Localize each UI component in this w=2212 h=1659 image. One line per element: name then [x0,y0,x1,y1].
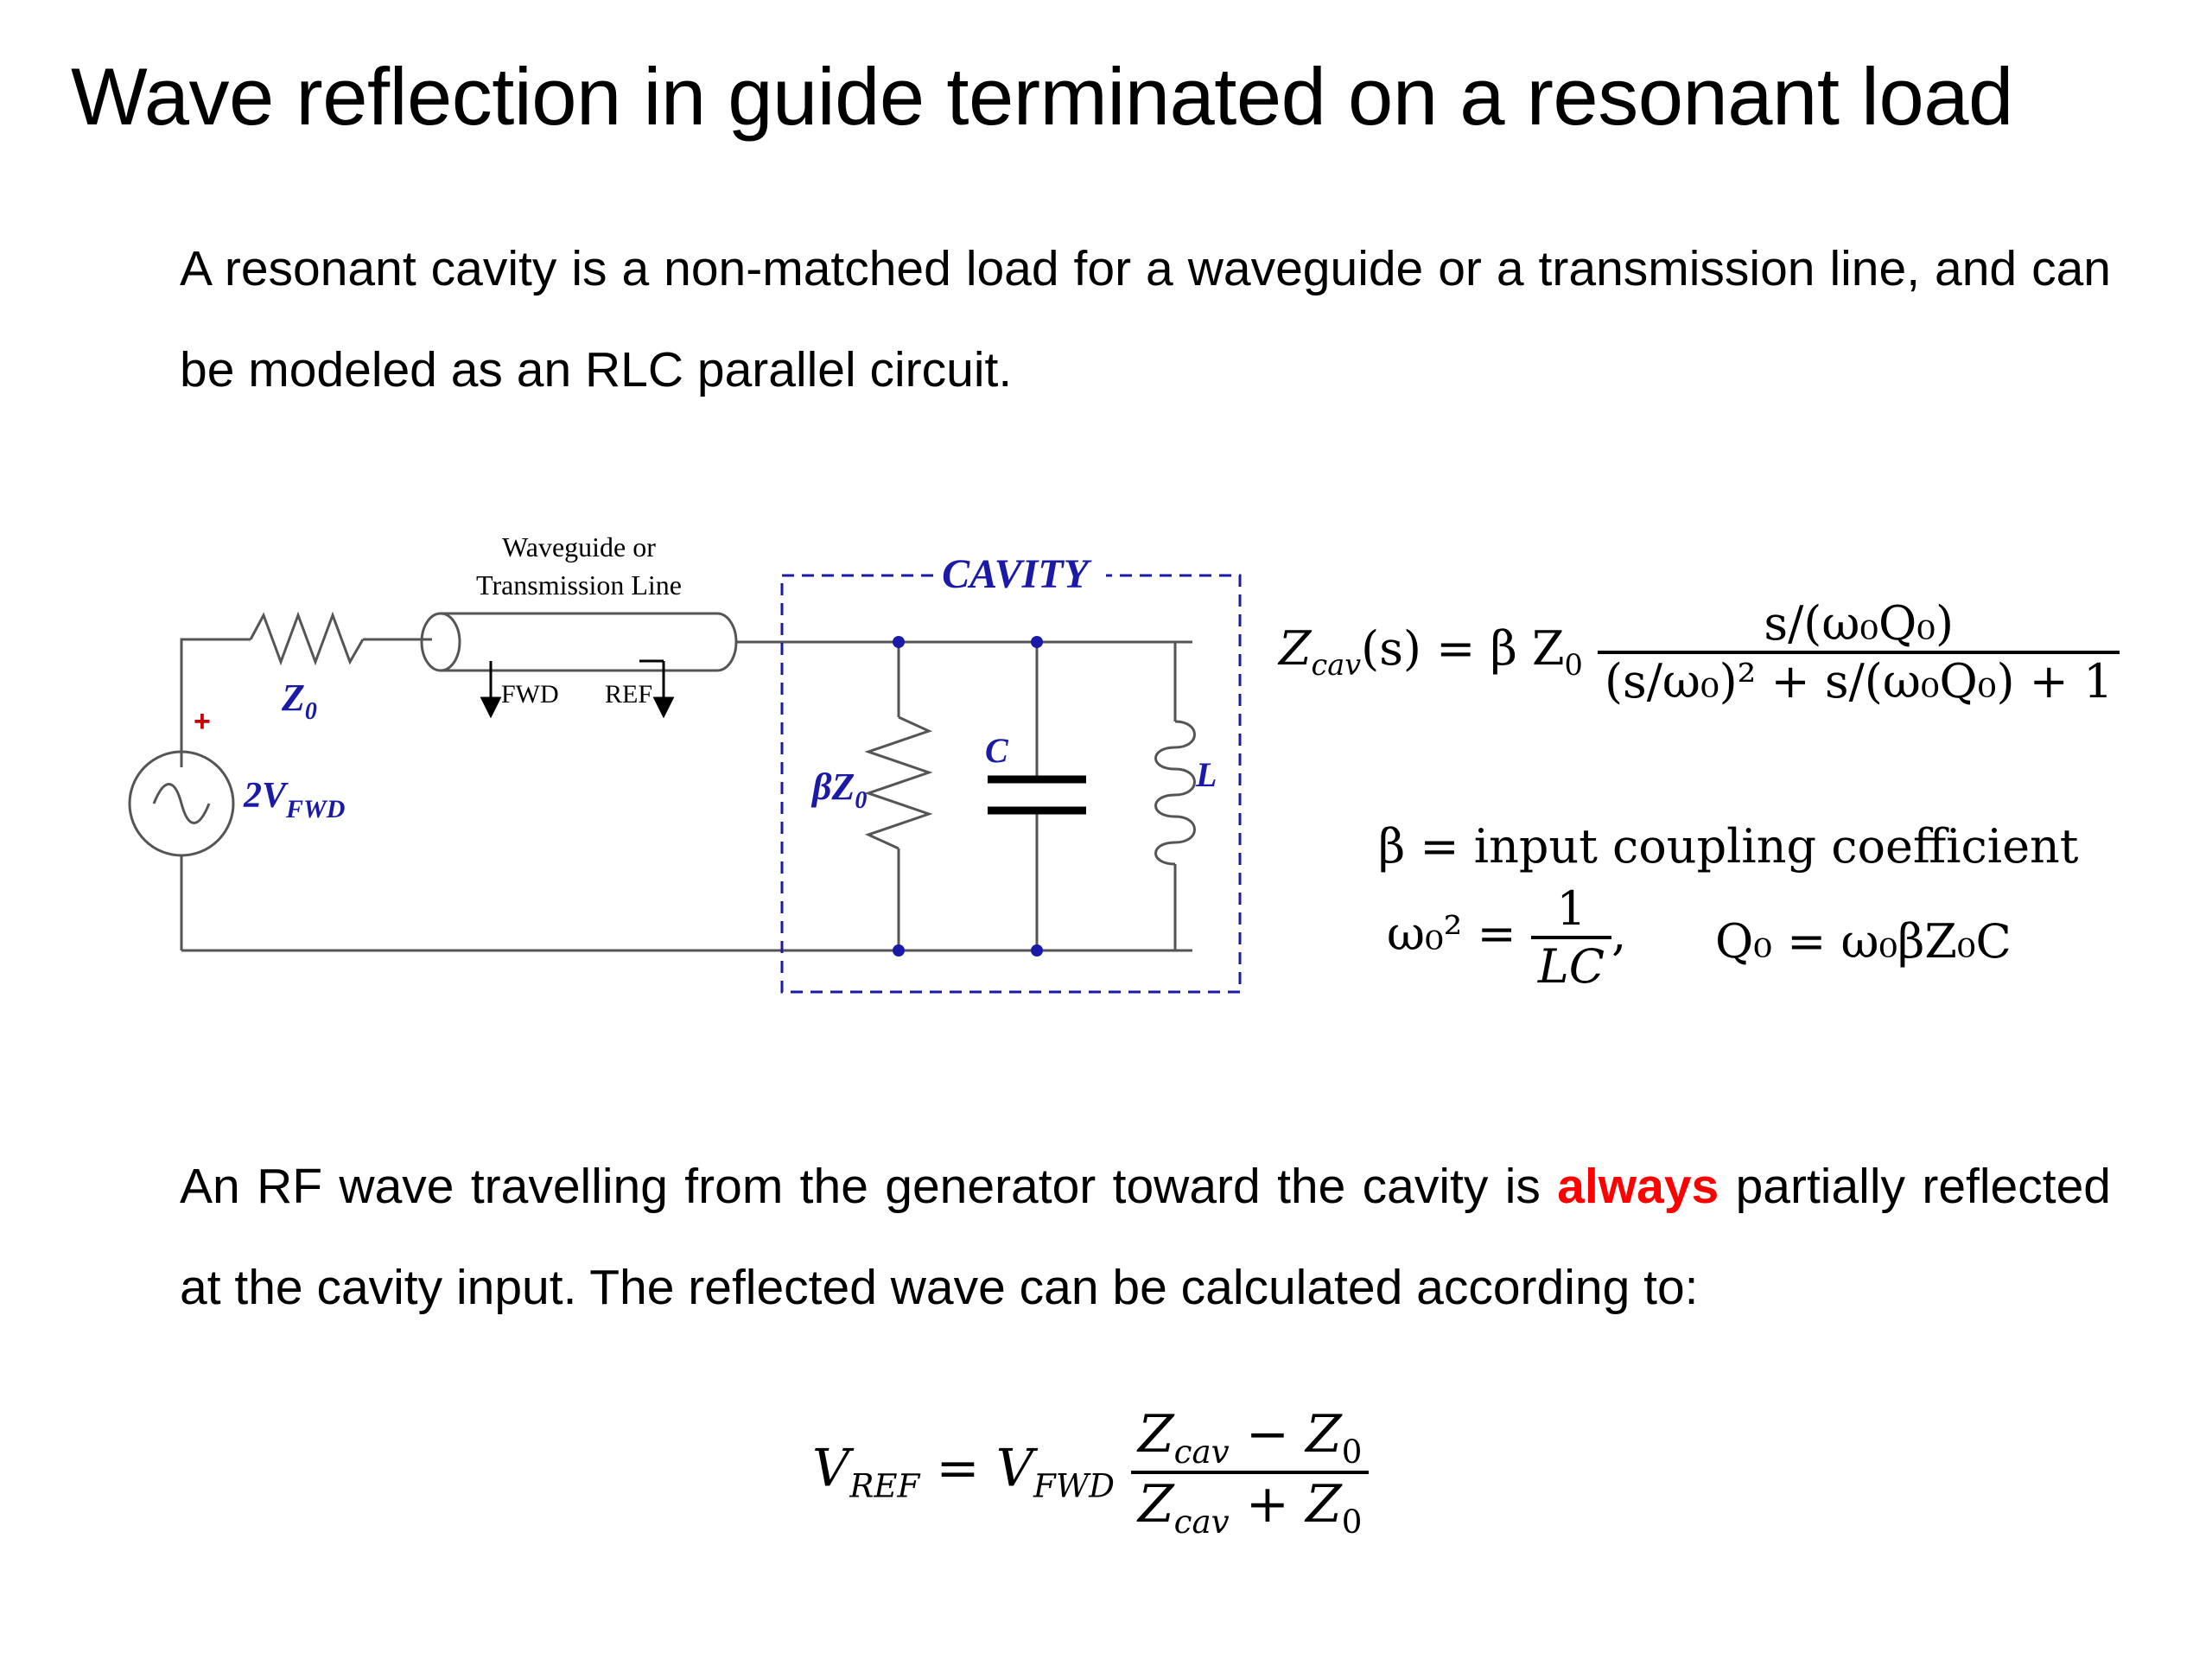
vref-equation: VREF = VFWD Zcav − Z0 Zcav + Z0 [812,1404,1370,1541]
zcav-equation: Zcav(s) = β Z0 s/(ω₀Q₀) (s/ω₀)² + s/(ω₀Q… [1279,596,2120,709]
rlc-circuit-diagram: Waveguide or Transmission Line CAVITY FW… [128,531,1242,994]
z0-label: Z0 [281,677,317,725]
always-highlight: always [1557,1159,1719,1214]
source-label: 2VFWD [243,776,345,823]
resistor-label: βZ0 [810,766,867,814]
inductor-label: L [1195,755,1217,794]
beta-definition: β = input coupling coefficient [1378,819,2079,874]
ref-label: REF [605,680,652,709]
vref-fraction: Zcav − Z0 Zcav + Z0 [1130,1404,1370,1541]
zcav-fraction: s/(ω₀Q₀) (s/ω₀)² + s/(ω₀Q₀) + 1 [1597,596,2120,709]
line-label-2: Transmission Line [476,569,682,601]
omega-definition: ω₀² = 1 LC , [1387,881,1627,994]
page-title: Wave reflection in guide terminated on a… [71,51,2013,142]
plus-label: + [194,705,211,738]
fwd-label: FWD [501,680,559,709]
cavity-label: CAVITY [942,551,1091,597]
line-label-1: Waveguide or [502,531,656,563]
intro-paragraph: A resonant cavity is a non-matched load … [180,241,2111,397]
capacitor-label: C [985,731,1009,770]
q-definition: Q₀ = ω₀βZ₀C [1715,914,2012,969]
reflection-paragraph: An RF wave travelling from the generator… [180,1159,2111,1315]
